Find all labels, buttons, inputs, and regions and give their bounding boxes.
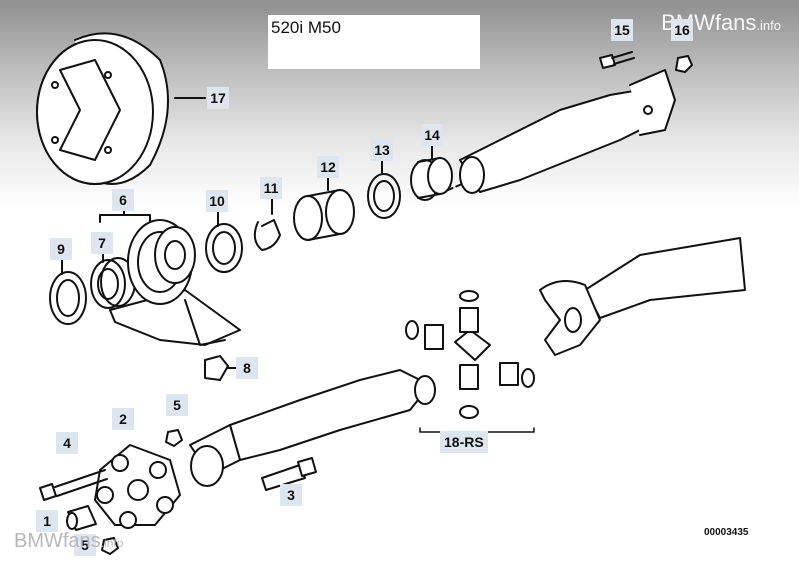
callout-10: 10 <box>206 190 228 212</box>
callout-6: 6 <box>112 189 134 211</box>
bolt-15 <box>599 51 635 69</box>
rear-propshaft <box>189 369 436 487</box>
callout-13: 13 <box>371 139 393 161</box>
nut-16 <box>675 55 693 73</box>
callout-16: 16 <box>671 19 693 41</box>
seal-ring-9 <box>49 259 87 325</box>
watermark-suffix: .info <box>756 18 781 33</box>
callout-5-lower: 5 <box>74 534 96 556</box>
bolt-4 <box>39 469 108 501</box>
nut-8 <box>204 355 237 381</box>
sleeve-12 <box>293 176 355 241</box>
nut-5-lower <box>101 537 119 555</box>
callout-11: 11 <box>260 177 282 199</box>
page-title: 520i M50 <box>271 18 341 37</box>
callout-12: 12 <box>317 156 339 178</box>
watermark-brand-bottom: BMWfans <box>14 530 101 552</box>
nut-5-upper <box>165 429 183 447</box>
watermark-suffix-bottom: .info <box>100 536 124 550</box>
callout-3: 3 <box>280 484 302 506</box>
bolt-3 <box>261 457 317 491</box>
seal-ring-10 <box>205 211 243 273</box>
callout-9: 9 <box>50 238 72 260</box>
callout-8: 8 <box>236 357 258 379</box>
diagram-number: 00003435 <box>704 527 749 538</box>
universal-joint-18rs <box>405 290 535 433</box>
callout-17: 17 <box>207 87 229 109</box>
vibration-damper-17 <box>36 32 206 185</box>
title-box: 520i M50 <box>268 15 480 69</box>
callout-5-upper: 5 <box>166 394 188 416</box>
collar-14 <box>410 145 453 201</box>
callout-14: 14 <box>421 124 443 146</box>
callout-15: 15 <box>611 19 633 41</box>
spline-ring-13 <box>367 159 401 219</box>
callout-7: 7 <box>91 232 113 254</box>
callout-2: 2 <box>112 408 134 430</box>
front-propshaft <box>447 69 676 194</box>
flex-disc-2 <box>94 444 181 529</box>
callout-1: 1 <box>36 510 58 532</box>
center-bearing-6 <box>99 209 241 346</box>
callout-18-rs: 18-RS <box>440 431 488 453</box>
callout-4: 4 <box>56 432 78 454</box>
bushing-1 <box>66 505 97 531</box>
circlip-11 <box>253 197 281 251</box>
spline-shaft <box>539 237 746 356</box>
watermark-bottom: BMWfans.info <box>14 530 123 553</box>
